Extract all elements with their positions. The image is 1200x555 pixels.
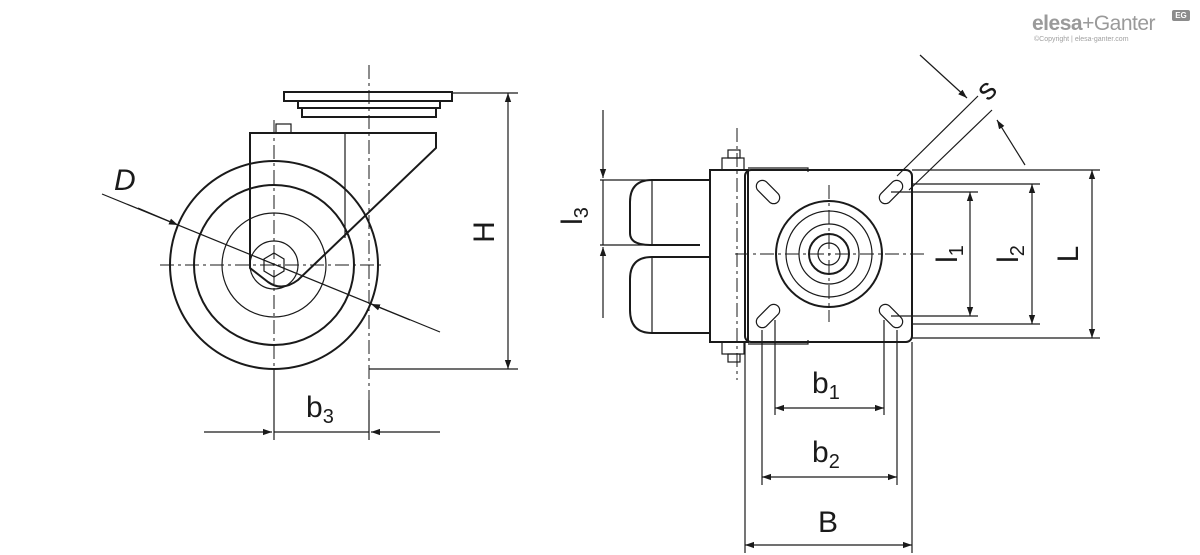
slot-top-left bbox=[755, 179, 781, 205]
dim-H-label: H bbox=[468, 221, 501, 243]
top-mounting-plate bbox=[744, 169, 913, 343]
brand-wordmark: elesa+Ganter bbox=[1032, 12, 1156, 36]
top-view: l3 s l1 l2 L b1 b2 B bbox=[556, 54, 1100, 553]
slot-top-right bbox=[878, 179, 904, 205]
dim-s-ext-outer bbox=[896, 95, 979, 177]
dim-B-label: B bbox=[818, 506, 838, 539]
brand-name-part2: Ganter bbox=[1093, 12, 1156, 35]
top-brake-lower bbox=[721, 341, 745, 355]
dim-D-arrow-start bbox=[137, 207, 179, 226]
top-wheel-lower bbox=[629, 256, 710, 334]
brand-name-part1: elesa bbox=[1032, 12, 1083, 35]
dim-D-arrow-end bbox=[370, 303, 411, 321]
side-fork bbox=[249, 132, 437, 288]
dim-L-label: L bbox=[1052, 246, 1085, 263]
dim-l3-label: l3 bbox=[556, 207, 593, 225]
top-wheel-upper bbox=[629, 179, 710, 246]
dim-s-arrow-bottom bbox=[996, 119, 1026, 166]
dim-l2-label: l2 bbox=[992, 245, 1029, 263]
brand-plus: + bbox=[1082, 12, 1094, 35]
dim-s-label: s bbox=[970, 73, 1004, 107]
side-top-plate bbox=[283, 91, 453, 102]
dim-D-label: D bbox=[114, 164, 136, 197]
dim-s-arrow-top bbox=[919, 54, 968, 99]
dim-b2-label: b2 bbox=[812, 436, 840, 473]
top-bearing-outer bbox=[775, 200, 883, 308]
top-mounting-slots bbox=[755, 179, 904, 329]
brand-logo: elesa+Ganter EG ©Copyright | elesa-gante… bbox=[1032, 10, 1192, 50]
brand-badge: EG bbox=[1172, 10, 1190, 21]
side-lock-pin bbox=[275, 123, 292, 134]
dim-b1-label: b1 bbox=[812, 367, 840, 404]
top-brake-upper bbox=[721, 157, 745, 171]
top-pin-lower bbox=[727, 353, 741, 363]
top-fork-body bbox=[709, 169, 749, 343]
dim-s-ext-inner bbox=[908, 109, 993, 191]
brand-copyright: ©Copyright | elesa-ganter.com bbox=[1034, 36, 1129, 43]
slot-bottom-left bbox=[755, 303, 781, 329]
top-pin-upper bbox=[727, 149, 741, 159]
slot-bottom-right bbox=[878, 303, 904, 329]
dim-b3-label: b3 bbox=[306, 391, 334, 428]
dim-l1-label: l1 bbox=[931, 245, 968, 263]
side-view: D H b3 bbox=[101, 65, 518, 440]
